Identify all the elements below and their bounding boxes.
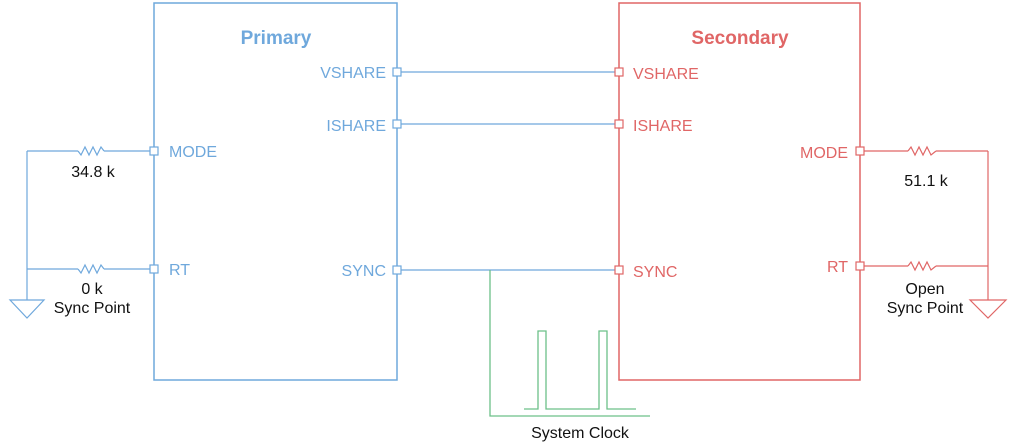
secondary-external-wiring bbox=[864, 145, 1008, 319]
primary-mode-resistor-value: 34.8 k bbox=[71, 164, 116, 181]
pin-icon bbox=[855, 261, 865, 271]
primary-block bbox=[153, 2, 398, 381]
primary-pin-sync: SYNC bbox=[342, 263, 386, 280]
primary-external-wiring bbox=[8, 145, 150, 319]
pin-icon bbox=[614, 119, 624, 129]
secondary-title: Secondary bbox=[691, 28, 789, 49]
ground-icon bbox=[968, 299, 1008, 319]
secondary-ground-label: Sync Point bbox=[887, 300, 964, 317]
secondary-pin-ishare: ISHARE bbox=[633, 118, 693, 135]
secondary-pin-rt: RT bbox=[827, 259, 848, 276]
pin-icon bbox=[392, 119, 402, 129]
primary-pin-vshare: VSHARE bbox=[320, 65, 386, 82]
pin-icon bbox=[855, 146, 865, 156]
pin-icon bbox=[149, 146, 159, 156]
ground-icon bbox=[8, 299, 46, 319]
clock-pulse-icon bbox=[489, 270, 650, 417]
pin-icon bbox=[149, 264, 159, 274]
pin-icon bbox=[392, 67, 402, 77]
primary-outline bbox=[153, 2, 398, 381]
resistor-icon bbox=[907, 145, 937, 157]
resistor-icon bbox=[907, 260, 937, 272]
primary-pin-ishare: ISHARE bbox=[326, 118, 386, 135]
primary-rt-resistor-value: 0 k bbox=[81, 281, 103, 298]
pin-icon bbox=[614, 265, 624, 275]
resistor-icon bbox=[77, 145, 105, 157]
secondary-mode-resistor-value: 51.1 k bbox=[904, 173, 949, 190]
primary-pin-rt: RT bbox=[169, 262, 190, 279]
primary-title: Primary bbox=[241, 28, 312, 49]
secondary-rt-resistor-value: Open bbox=[905, 281, 944, 298]
primary-pin-mode: MODE bbox=[169, 144, 217, 161]
pin-icon bbox=[392, 265, 402, 275]
primary-ground-label: Sync Point bbox=[54, 300, 131, 317]
secondary-pin-sync: SYNC bbox=[633, 264, 677, 281]
resistor-icon bbox=[77, 263, 105, 275]
secondary-pin-mode: MODE bbox=[800, 145, 848, 162]
secondary-pin-vshare: VSHARE bbox=[633, 66, 699, 83]
shared-bus bbox=[401, 71, 615, 271]
pin-icon bbox=[614, 67, 624, 77]
secondary-outline bbox=[618, 2, 861, 381]
system-clock-label: System Clock bbox=[531, 425, 630, 442]
